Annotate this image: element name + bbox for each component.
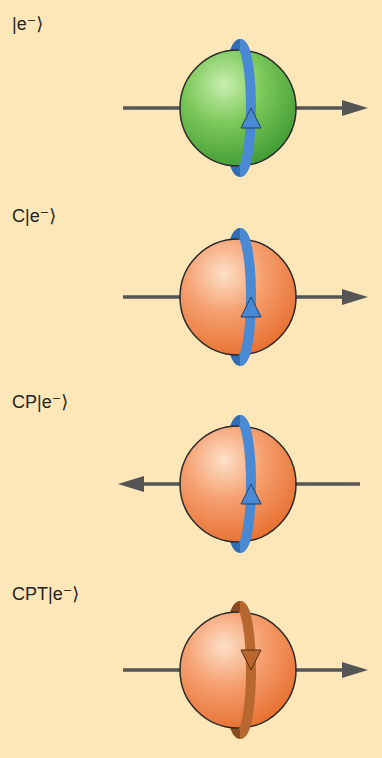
- spin-arrowhead: [241, 650, 261, 670]
- spin-band-front: [240, 233, 251, 361]
- momentum-arrowhead: [342, 662, 368, 678]
- spin-arrowhead: [241, 484, 261, 504]
- particle-sphere: [180, 239, 296, 355]
- particle-sphere: [180, 426, 296, 542]
- state-label: CPT|e⁻⟩: [12, 584, 79, 606]
- state-label: C|e⁻⟩: [12, 206, 56, 228]
- state-label: CP|e⁻⟩: [12, 392, 68, 414]
- spin-band-front: [240, 44, 251, 172]
- positron-figure: [123, 606, 368, 734]
- particle-sphere: [180, 50, 296, 166]
- momentum-arrowhead: [342, 289, 368, 305]
- spin-arrowhead: [241, 297, 261, 317]
- particle-sphere: [180, 612, 296, 728]
- spin-band-front: [240, 606, 251, 734]
- state-label: |e⁻⟩: [12, 14, 43, 36]
- spin-arrowhead: [241, 108, 261, 128]
- electron-figure: [123, 44, 368, 172]
- momentum-arrowhead: [342, 100, 368, 116]
- momentum-arrowhead: [118, 476, 144, 492]
- positron-figure: [123, 233, 368, 361]
- spin-band-front: [240, 420, 251, 548]
- positron-figure: [118, 420, 360, 548]
